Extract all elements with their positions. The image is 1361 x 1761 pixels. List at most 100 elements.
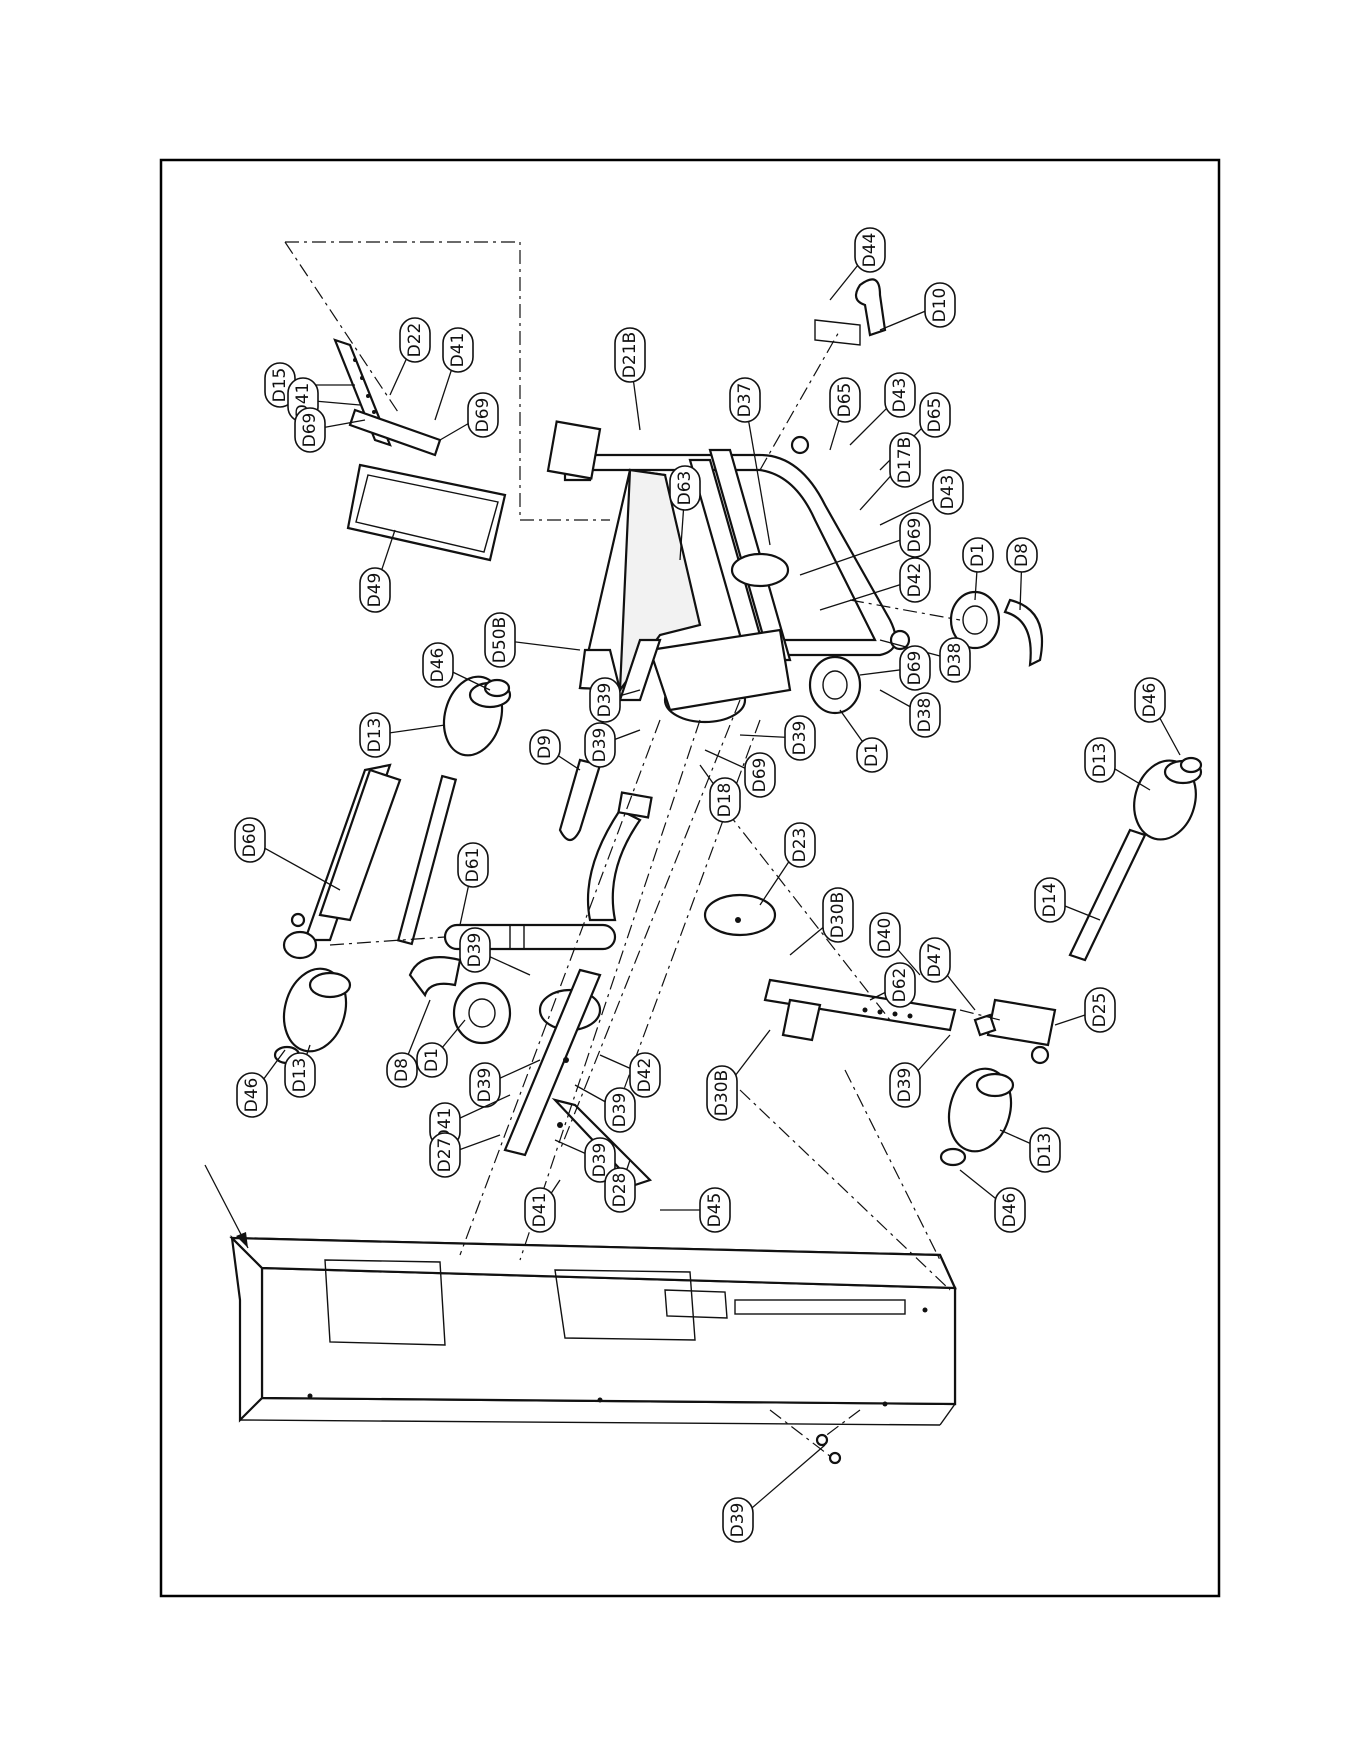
callout-label: D25 [1090, 993, 1110, 1028]
callout-label: D46 [242, 1078, 262, 1113]
callout-label: D38 [915, 698, 935, 733]
callout-label: D49 [365, 573, 385, 608]
callout-d50b: D50B [485, 613, 580, 667]
callout-label: D46 [1140, 683, 1160, 718]
callout-label: D44 [860, 233, 880, 268]
callout-label: D30B [828, 892, 848, 938]
callout-label: D46 [1000, 1193, 1020, 1228]
callout-d13c: D13 [1000, 1128, 1060, 1172]
callout-label: D8 [392, 1058, 412, 1082]
callout-label: D39 [590, 728, 610, 763]
callout-d42b: D42 [600, 1053, 660, 1097]
callout-d69d: D69 [440, 393, 498, 440]
callout-d30ba: D30B [790, 888, 853, 955]
callout-label: D69 [905, 518, 925, 553]
callout-label: D13 [290, 1058, 310, 1093]
callout-label: D13 [1090, 743, 1110, 778]
callout-label: D39 [610, 1093, 630, 1128]
callout-label: D69 [750, 758, 770, 793]
callout-d39d: D39 [890, 1035, 950, 1107]
callout-label: D62 [890, 968, 910, 1003]
callout-d46d: D46 [237, 1050, 285, 1117]
back-pad [348, 465, 505, 560]
callout-d39i: D39 [723, 1445, 825, 1542]
callout-label: D61 [463, 848, 483, 883]
callout-d38b: D38 [880, 690, 940, 737]
callout-d1a: D1 [963, 538, 993, 600]
callout-d10: D10 [880, 283, 955, 330]
callout-label: D38 [945, 643, 965, 678]
callout-label: D39 [595, 683, 615, 718]
callout-label: D60 [240, 823, 260, 858]
adjust-tube [765, 980, 955, 1040]
callout-label: D50B [490, 617, 510, 663]
callout-d61: D61 [458, 843, 488, 925]
callout-label: D17B [895, 437, 915, 483]
callout-label: D23 [790, 828, 810, 863]
handle-upper [815, 279, 885, 345]
callout-label: D39 [590, 1143, 610, 1178]
roller-right [1070, 754, 1204, 960]
callout-label: D28 [610, 1173, 630, 1208]
callout-label: D1 [968, 543, 988, 567]
callout-label: D15 [270, 368, 290, 403]
base-channel [232, 1238, 955, 1425]
callout-d30bb: D30B [707, 1030, 770, 1120]
callout-label: D65 [835, 383, 855, 418]
callout-label: D42 [905, 563, 925, 598]
callout-d41d: D41 [525, 1180, 560, 1232]
callout-label: D39 [895, 1068, 915, 1103]
callout-d47: D47 [920, 938, 975, 1010]
callout-d25: D25 [1055, 988, 1115, 1032]
roller-bottom [940, 1062, 1020, 1165]
callout-label: D45 [705, 1193, 725, 1228]
callout-d46b: D46 [1135, 678, 1180, 755]
callout-label: D10 [930, 288, 950, 323]
callout-label: D8 [1012, 543, 1032, 567]
callout-d18: D18 [700, 765, 740, 822]
callout-label: D1 [862, 743, 882, 767]
callout-label: D63 [675, 471, 695, 506]
callout-label: D39 [728, 1503, 748, 1538]
callout-d21b: D21B [615, 328, 645, 430]
callout-d45: D45 [660, 1188, 730, 1232]
callout-d60: D60 [235, 818, 340, 890]
callout-d46c: D46 [960, 1170, 1025, 1232]
callout-label: D69 [473, 398, 493, 433]
callout-label: D1 [422, 1048, 442, 1072]
callout-label: D30B [712, 1070, 732, 1116]
callout-d39b: D39 [585, 723, 640, 767]
sleeve-d25 [975, 1000, 1055, 1063]
callout-d1c: D1 [417, 1020, 465, 1077]
callout-label: D14 [1040, 883, 1060, 918]
callout-d9: D9 [530, 730, 580, 770]
callout-d1b: D1 [840, 710, 887, 772]
callout-label: D42 [635, 1058, 655, 1093]
callout-label: D18 [715, 783, 735, 818]
handle-d9 [560, 760, 600, 840]
callout-label: D40 [875, 918, 895, 953]
plate-d23 [705, 895, 775, 935]
callout-label: D41 [448, 333, 468, 368]
callout-d39c: D39 [740, 716, 815, 760]
callout-label: D41 [530, 1193, 550, 1228]
callout-label: D27 [435, 1138, 455, 1173]
callout-label: D13 [1035, 1133, 1055, 1168]
roller-left [275, 962, 355, 1063]
callout-label: D46 [428, 648, 448, 683]
callout-d39h: D39 [555, 1138, 615, 1182]
callout-label: D43 [890, 378, 910, 413]
roller-arm-upper [284, 765, 456, 958]
callout-label: D43 [938, 475, 958, 510]
callout-d22: D22 [390, 318, 430, 395]
callout-label: D37 [735, 383, 755, 418]
callout-d17b: D17B [860, 433, 920, 510]
callout-label: D39 [790, 721, 810, 756]
callout-label: D39 [475, 1068, 495, 1103]
callout-label: D65 [925, 398, 945, 433]
callout-d27: D27 [430, 1133, 500, 1177]
callout-d49: D49 [360, 530, 395, 612]
callout-d8a: D8 [1007, 538, 1037, 610]
callout-label: D13 [365, 718, 385, 753]
